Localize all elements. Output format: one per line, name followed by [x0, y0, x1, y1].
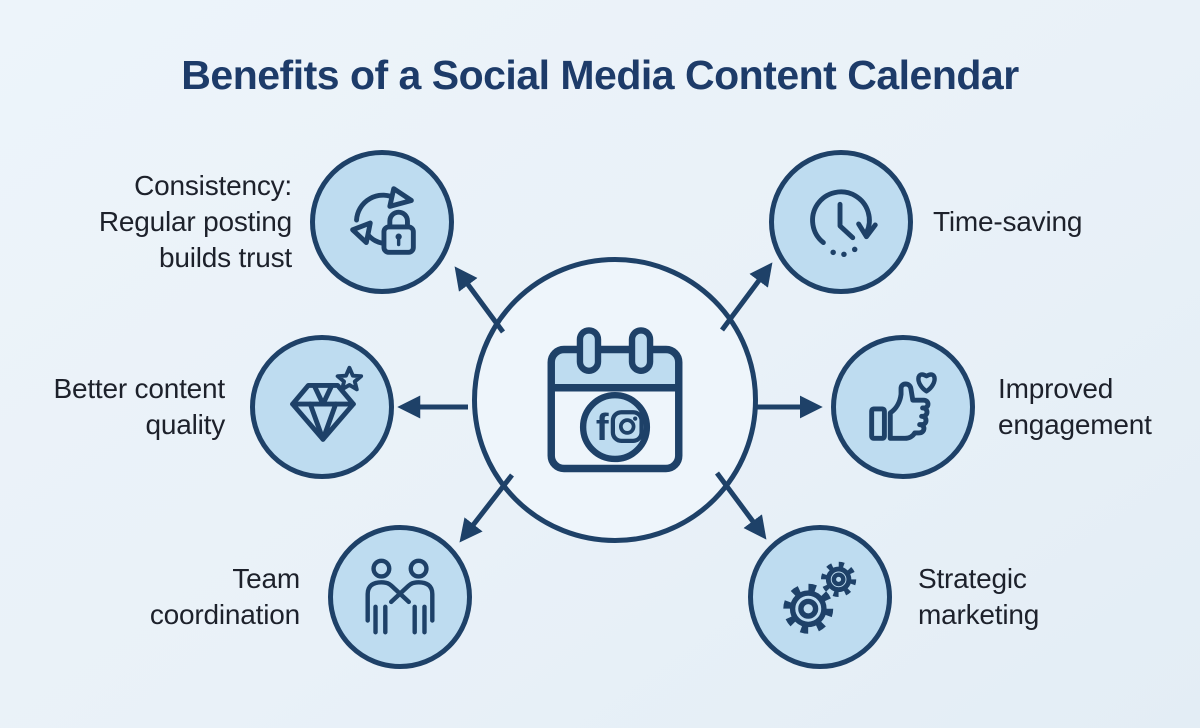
benefit-label-time-saving: Time-saving: [933, 204, 1193, 240]
benefit-label-engagement: Improved engagement: [998, 371, 1198, 443]
label-line: Team: [232, 563, 300, 594]
center-hub-circle: f: [472, 257, 758, 543]
label-line: engagement: [998, 409, 1152, 440]
benefit-label-team-coordination: Team coordination: [60, 561, 300, 633]
gears-icon: [783, 561, 857, 634]
benefit-node-engagement: [831, 335, 975, 479]
benefit-label-strategic-marketing: Strategic marketing: [918, 561, 1148, 633]
calendar-social-icon: f: [547, 326, 683, 472]
label-line: Time-saving: [933, 206, 1083, 237]
calendar-header: [551, 349, 679, 388]
facebook-icon: f: [596, 405, 609, 448]
page-title: Benefits of a Social Media Content Calen…: [181, 52, 1019, 98]
benefit-node-strategic-marketing: [748, 525, 892, 669]
benefit-node-consistency: [310, 150, 454, 294]
calendar-ring-right: [628, 326, 654, 374]
label-line: builds trust: [159, 242, 292, 273]
instagram-icon: [610, 409, 644, 443]
label-line: Consistency:: [134, 170, 292, 201]
benefit-node-content-quality: [250, 335, 394, 479]
calendar-body: [547, 345, 683, 472]
label-line: quality: [145, 409, 225, 440]
label-line: Improved: [998, 373, 1114, 404]
thumbs-up-heart-icon: [869, 372, 937, 441]
label-line: Better content: [53, 373, 225, 404]
calendar-ring-left: [576, 326, 602, 374]
handshake-icon: [365, 558, 435, 635]
benefit-label-content-quality: Better content quality: [0, 371, 225, 443]
benefit-node-time-saving: [769, 150, 913, 294]
label-line: marketing: [918, 599, 1040, 630]
diamond-star-icon: [290, 365, 364, 442]
benefit-node-team-coordination: [328, 525, 472, 669]
label-line: Strategic: [918, 563, 1027, 594]
label-line: Regular posting: [98, 206, 292, 237]
sync-lock-icon: [350, 186, 416, 255]
benefit-label-consistency: Consistency: Regular posting builds trus…: [0, 168, 292, 276]
clock-fast-icon: [810, 189, 878, 258]
label-line: coordination: [149, 599, 300, 630]
